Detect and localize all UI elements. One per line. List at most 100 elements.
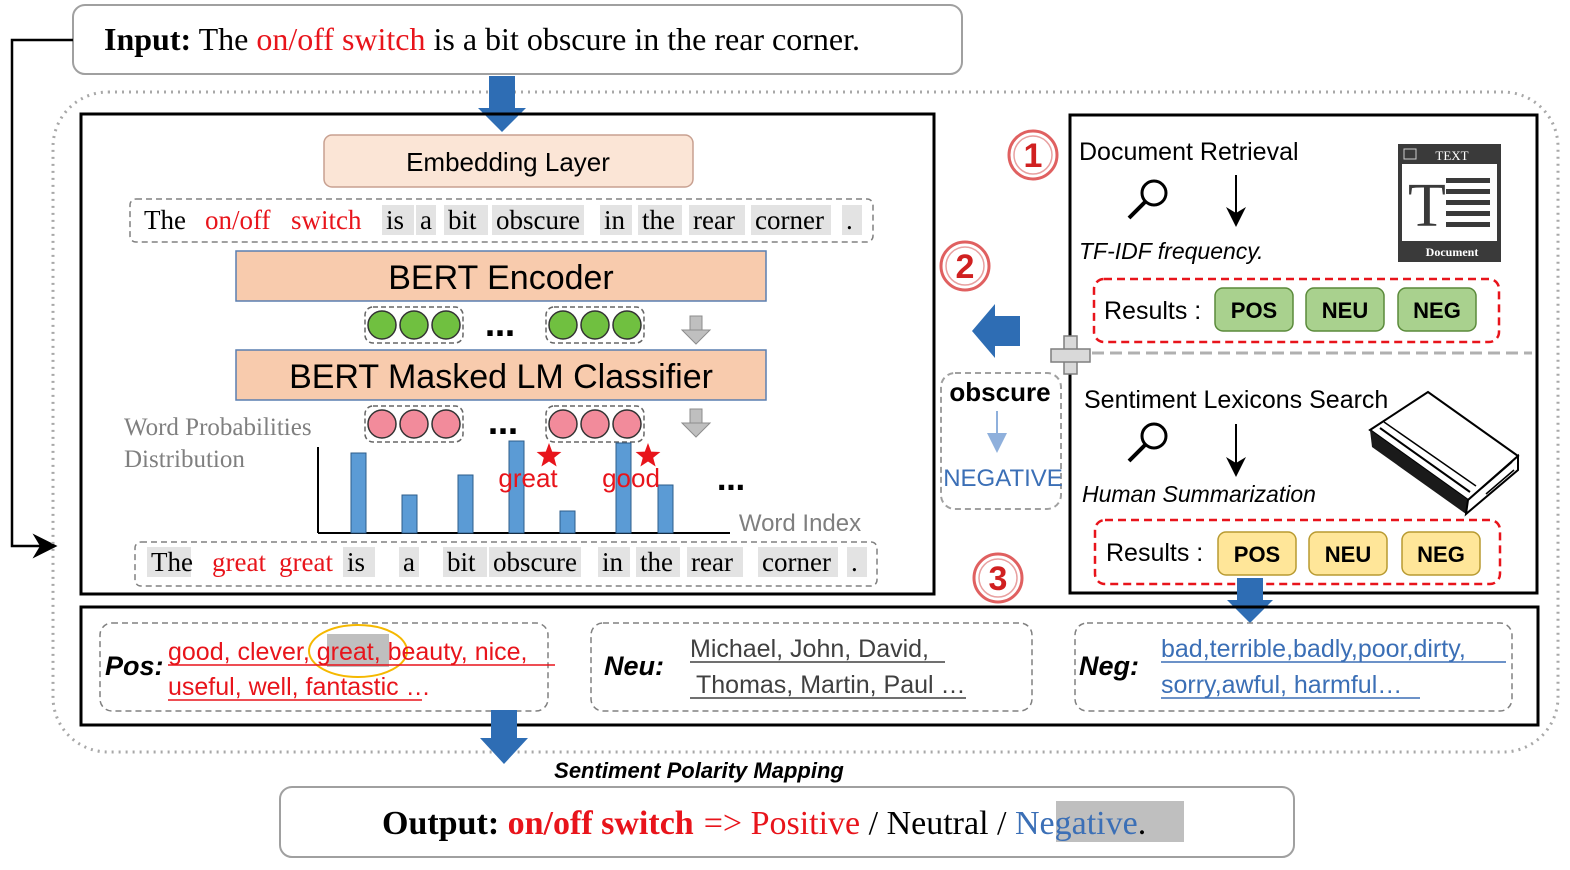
neg-line1: bad,terrible,badly,poor,dirty, <box>1161 635 1466 663</box>
input-token-bg <box>382 205 414 235</box>
neg-line2: sorry,awful, harmful… <box>1161 671 1402 699</box>
output-token-bg <box>147 547 191 577</box>
pos-line2: useful, well, fantastic … <box>168 673 431 701</box>
doc-result-pill-label: POS <box>1231 298 1277 323</box>
left-blue-arrow <box>972 304 1020 358</box>
output-token-bg <box>636 547 680 577</box>
framework-container <box>51 90 1560 754</box>
plus-icon <box>1050 335 1091 375</box>
output-token: in <box>602 547 624 577</box>
bert-mlm-box <box>235 349 767 401</box>
output-token-bg <box>598 547 630 577</box>
output-token: great <box>212 547 266 577</box>
word-index-label: Word Index <box>739 510 861 537</box>
doc-result-pill <box>1214 287 1294 332</box>
lexicon-method: Human Summarization <box>1082 481 1316 507</box>
prob-group-right <box>545 405 645 443</box>
output-token: rear <box>691 547 733 577</box>
prob-bar <box>508 440 525 534</box>
prob-circle <box>399 409 429 439</box>
input-token-bg <box>842 205 862 235</box>
doc-retrieval-method: TF-IDF frequency. <box>1079 238 1263 264</box>
input-token: corner <box>755 205 824 235</box>
doc-result-pill <box>1305 287 1385 332</box>
output-token: great <box>279 547 333 577</box>
bars <box>350 440 674 534</box>
prob-circle <box>580 409 610 439</box>
bars-ellipsis: … <box>717 464 745 497</box>
doc-result-pill <box>1397 287 1477 332</box>
input-down-arrow <box>478 76 526 132</box>
output-token: obscure <box>493 547 577 577</box>
prob-group-left <box>364 405 464 443</box>
lexicon-results-label: Results : <box>1106 539 1203 567</box>
obscure-mapping-box <box>940 372 1062 510</box>
output-token: . <box>851 547 858 577</box>
input-token-bg <box>492 205 584 235</box>
bert-mlm-label: BERT Masked LM Classifier <box>289 358 713 396</box>
down-arrow-gray-2 <box>680 408 712 438</box>
prob-bar <box>657 484 674 534</box>
output-box <box>279 786 1295 858</box>
output-down-arrow <box>480 710 528 764</box>
step-1-badge: 1 <box>1007 129 1059 181</box>
embedding-layer-label: Embedding Layer <box>406 147 610 177</box>
sentiment-lists-panel <box>79 605 1540 727</box>
negative-highlight <box>1056 801 1184 842</box>
search-icon-lexicon <box>1127 422 1168 463</box>
input-token-bg <box>444 205 488 235</box>
prob-circle <box>612 409 642 439</box>
lexicon-title: Sentiment Lexicons Search <box>1084 386 1388 414</box>
input-token: bit <box>448 205 477 235</box>
output-token-bg <box>489 547 581 577</box>
input-token: a <box>420 205 432 235</box>
negative-word: NEGATIVE <box>943 465 1063 492</box>
star-great-icon <box>536 443 562 467</box>
prob-states <box>367 409 642 439</box>
prob-circle <box>431 409 461 439</box>
word-prob-label-1: Word Probabilities <box>124 414 312 441</box>
input-token: the <box>642 205 675 235</box>
document-icon: TEXT T Document <box>1398 144 1501 262</box>
prob-bar <box>401 494 418 534</box>
output-token-bg <box>399 547 419 577</box>
lexicon-result-pill-label: POS <box>1234 542 1280 567</box>
badge3-number: 3 <box>989 560 1008 598</box>
hidden-state-circle <box>431 310 461 340</box>
input-token: . <box>846 205 853 235</box>
input-sentence: Input: The on/off switch is a bit obscur… <box>104 21 860 57</box>
bert-encoder-label: BERT Encoder <box>388 259 614 297</box>
word-prob-label-2: Distribution <box>124 446 245 473</box>
lexicon-result-pill <box>1308 531 1388 576</box>
document-icon-top: TEXT <box>1435 148 1468 163</box>
neu-line1: Michael, John, David, <box>690 635 929 663</box>
prob-bar <box>457 474 474 534</box>
step-2-badge: 2 <box>939 240 991 292</box>
input-token: The <box>144 205 186 235</box>
output-token-bg <box>758 547 838 577</box>
bar-word-great: great <box>498 463 558 493</box>
input-token-bg <box>751 205 831 235</box>
lexicon-result-pill <box>1217 531 1297 576</box>
output-token: is <box>347 547 365 577</box>
neg-label: Neg: <box>1079 651 1139 681</box>
output-token-bg <box>343 547 375 577</box>
lexicon-results-box <box>1093 518 1502 586</box>
hidden-ellipsis: … <box>485 309 515 344</box>
input-token: obscure <box>496 205 580 235</box>
hidden-states-group-right <box>545 306 645 344</box>
star-good-icon <box>635 443 661 467</box>
bert-encoder-box <box>235 250 767 302</box>
prob-bar <box>615 442 632 534</box>
doc-results-label: Results : <box>1104 297 1201 325</box>
hidden-state-circle <box>399 310 429 340</box>
document-icon-bottom: Document <box>1426 245 1479 259</box>
input-token: is <box>386 205 404 235</box>
input-token-bg <box>416 205 436 235</box>
input-token-bg <box>638 205 682 235</box>
great-highlight <box>327 634 389 667</box>
